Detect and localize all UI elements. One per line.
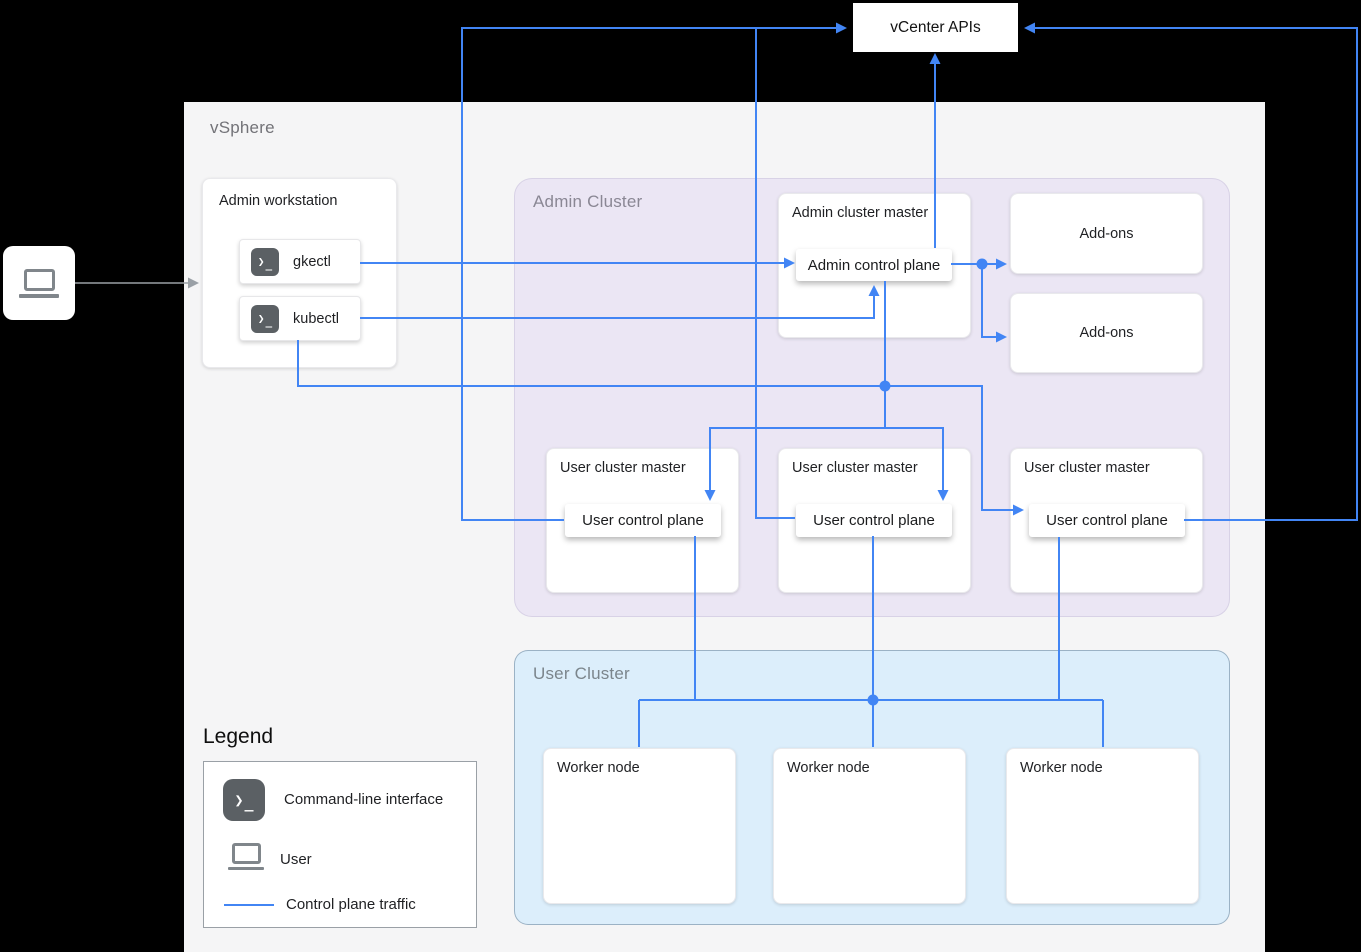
worker-node-box: Worker node xyxy=(773,748,966,904)
worker-node-box: Worker node xyxy=(1006,748,1199,904)
kubectl-label: kubectl xyxy=(293,310,339,327)
user-cluster-label: User Cluster xyxy=(533,664,630,683)
admin-control-plane-chip: Admin control plane xyxy=(796,249,952,281)
user-control-plane-chip: User control plane xyxy=(796,504,952,537)
edge-user-to-vsphere xyxy=(75,277,199,289)
legend-item-user: User xyxy=(280,851,312,868)
terminal-icon: ❯_ xyxy=(251,304,279,333)
addons-box: Add-ons xyxy=(1010,293,1203,373)
user-cluster-master-title: User cluster master xyxy=(1024,460,1150,476)
legend-item-cli: Command-line interface xyxy=(284,791,444,808)
laptop-screen xyxy=(23,268,55,291)
user-control-plane-chip: User control plane xyxy=(565,504,721,537)
user-control-plane-chip: User control plane xyxy=(1029,504,1185,537)
terminal-icon: ❯_ xyxy=(223,779,265,821)
user-cluster-region: User Cluster Worker node Worker node Wor… xyxy=(514,650,1230,925)
laptop-icon xyxy=(19,268,59,298)
laptop-base xyxy=(19,293,59,298)
admin-cluster-label: Admin Cluster xyxy=(533,192,643,211)
admin-workstation-box: Admin workstation ❯_ gkectl ❯_ kubectl xyxy=(202,178,397,368)
user-cluster-master-title: User cluster master xyxy=(792,460,918,476)
legend-item-traffic: Control plane traffic xyxy=(286,896,416,913)
worker-node-box: Worker node xyxy=(543,748,736,904)
kubectl-chip: ❯_ kubectl xyxy=(239,296,361,341)
admin-cluster-master-title: Admin cluster master xyxy=(792,205,929,221)
admin-cluster-region: Admin Cluster Admin cluster master Admin… xyxy=(514,178,1230,617)
gkectl-chip: ❯_ gkectl xyxy=(239,239,361,284)
user-box xyxy=(3,246,75,320)
legend-title: Legend xyxy=(203,725,274,748)
worker-node-title: Worker node xyxy=(557,760,640,776)
legend-box: ❯_ Command-line interface User Control p… xyxy=(203,761,477,928)
addons-box: Add-ons xyxy=(1010,193,1203,274)
user-cluster-master-title: User cluster master xyxy=(560,460,686,476)
laptop-screen xyxy=(231,843,261,864)
laptop-icon xyxy=(228,843,264,870)
terminal-icon: ❯_ xyxy=(251,247,279,276)
worker-node-title: Worker node xyxy=(787,760,870,776)
control-plane-traffic-line-sample xyxy=(224,904,274,906)
laptop-base xyxy=(228,866,264,870)
worker-node-title: Worker node xyxy=(1020,760,1103,776)
vcenter-apis-box: vCenter APIs xyxy=(853,3,1018,52)
admin-workstation-title: Admin workstation xyxy=(219,193,338,209)
gkectl-label: gkectl xyxy=(293,253,331,270)
vsphere-label: vSphere xyxy=(210,118,275,137)
